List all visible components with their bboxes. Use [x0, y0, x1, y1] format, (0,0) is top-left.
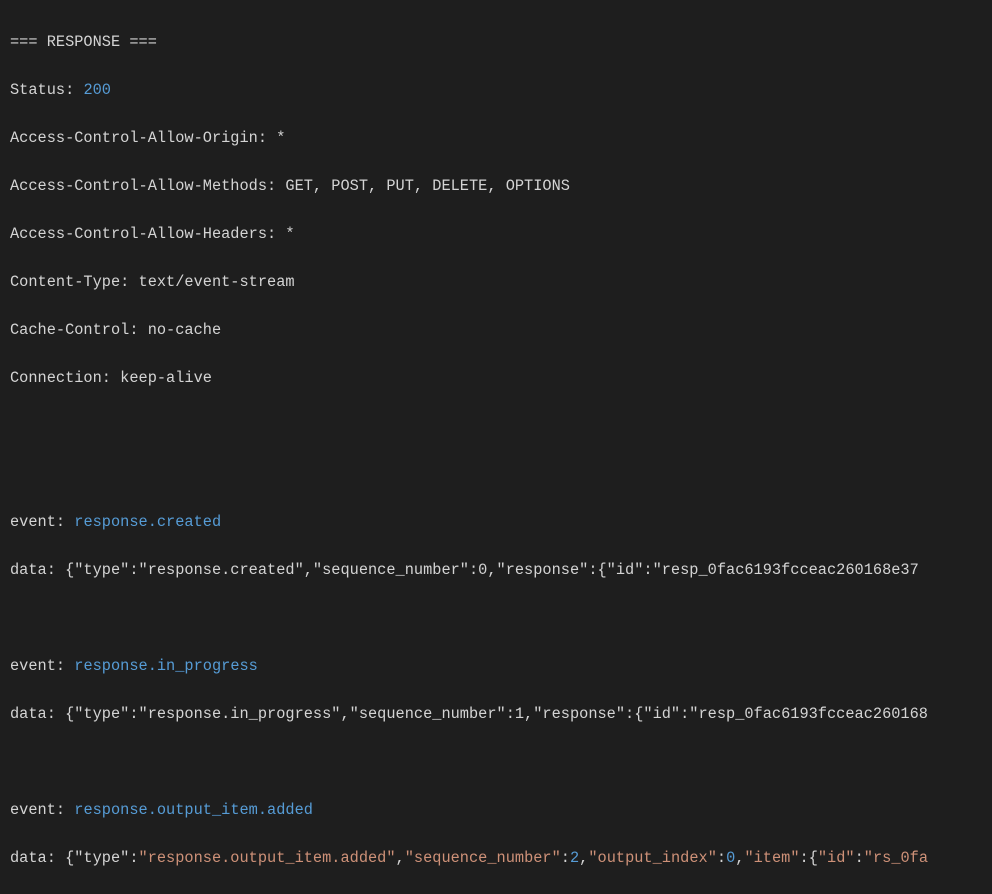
data-token: , — [735, 849, 745, 867]
status-code: 200 — [83, 81, 111, 99]
header-line: Connection: keep-alive — [10, 369, 212, 387]
event-label: event: — [10, 801, 75, 819]
data-token: , — [395, 849, 405, 867]
event-label: event: — [10, 657, 75, 675]
data-token: :{ — [799, 849, 818, 867]
event-line: event: response.created — [10, 510, 928, 534]
data-token: "sequence_number" — [404, 849, 561, 867]
status-line: Status: 200 — [10, 78, 928, 102]
data-line: data: {"type":"response.in_progress","se… — [10, 705, 928, 723]
data-token: "id" — [817, 849, 855, 867]
event-label: event: — [10, 513, 75, 531]
data-token: data: {"type": — [10, 849, 139, 867]
header-line: Access-Control-Allow-Headers: * — [10, 225, 295, 243]
data-token: 0 — [726, 849, 736, 867]
event-name: response.in_progress — [74, 657, 258, 675]
data-token: : — [716, 849, 727, 867]
data-token: : — [854, 849, 864, 867]
header-line: Access-Control-Allow-Methods: GET, POST,… — [10, 177, 570, 195]
event-line: event: response.in_progress — [10, 654, 928, 678]
data-token: "item" — [744, 849, 800, 867]
data-token: 2 — [569, 849, 580, 867]
terminal-output: === RESPONSE === Status: 200 Access-Cont… — [10, 6, 928, 894]
header-line: Content-Type: text/event-stream — [10, 273, 295, 291]
header-line: Access-Control-Allow-Origin: * — [10, 129, 286, 147]
data-token: "output_index" — [588, 849, 717, 867]
event-name: response.created — [74, 513, 222, 531]
event-line: event: response.output_item.added — [10, 798, 928, 822]
data-token: "response.output_item.added" — [138, 849, 396, 867]
header-line: Cache-Control: no-cache — [10, 321, 222, 339]
data-token: : — [560, 849, 570, 867]
data-token: "rs_0fa — [863, 849, 929, 867]
response-header: === RESPONSE === — [10, 33, 157, 51]
event-name: response.output_item.added — [74, 801, 313, 819]
data-line: data: {"type":"response.output_item.adde… — [10, 846, 928, 870]
data-token: , — [579, 849, 589, 867]
data-line: data: {"type":"response.created","sequen… — [10, 561, 919, 579]
status-label: Status: — [10, 81, 84, 99]
